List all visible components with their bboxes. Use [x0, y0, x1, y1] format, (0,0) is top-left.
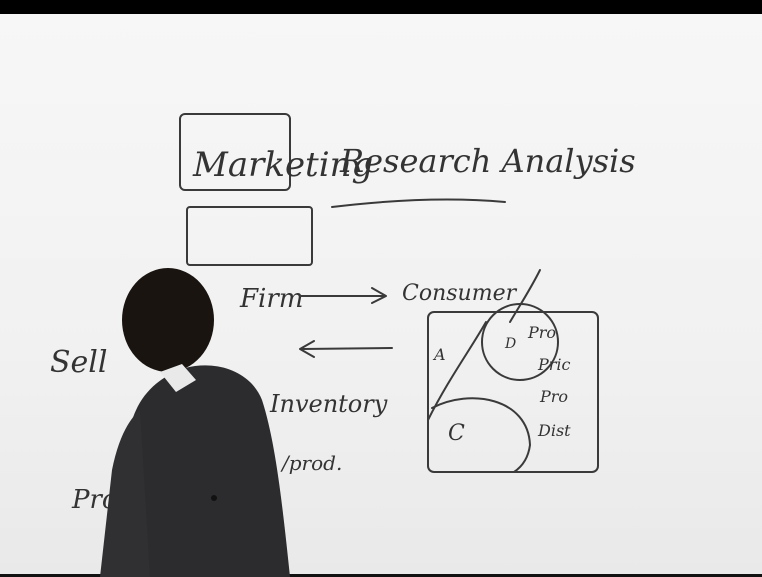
pointer-line: [509, 269, 541, 323]
presenter-body: [120, 365, 290, 577]
presenter-arm: [100, 410, 150, 577]
coat-button: [211, 495, 217, 501]
pro-item-4: Dist: [537, 421, 571, 440]
title-research-analysis: Research Analysis: [339, 142, 636, 180]
seller-label: Sell: [50, 345, 108, 380]
prod-label: /prod.: [280, 451, 342, 475]
marketing-box: [179, 113, 291, 191]
pro-item-2: Pric: [537, 355, 571, 374]
segment-d-label: D: [504, 336, 516, 352]
title-underline: [331, 198, 506, 208]
segment-c-label: C: [448, 421, 465, 446]
consumer-label: Consumer: [402, 281, 518, 306]
arrow-left: [299, 340, 393, 358]
segment-d-circle: [481, 303, 559, 381]
empty-box: [186, 206, 313, 266]
bottom-letterbox: [0, 574, 762, 577]
pro-item-3: Pro: [539, 387, 568, 406]
segment-c-curve: [431, 397, 531, 473]
title-marketing: Marketing: [192, 145, 373, 185]
presenter-head: [122, 268, 214, 372]
arrow-right: [299, 287, 387, 304]
inventory-label: Inventory: [269, 390, 388, 418]
pro-item-1: Pro: [527, 323, 556, 342]
presenter-collar: [160, 364, 196, 392]
segment-a-label: A: [432, 345, 446, 364]
top-letterbox: [0, 0, 762, 14]
presenter: [100, 268, 290, 577]
firm-label: Firm: [239, 284, 303, 314]
